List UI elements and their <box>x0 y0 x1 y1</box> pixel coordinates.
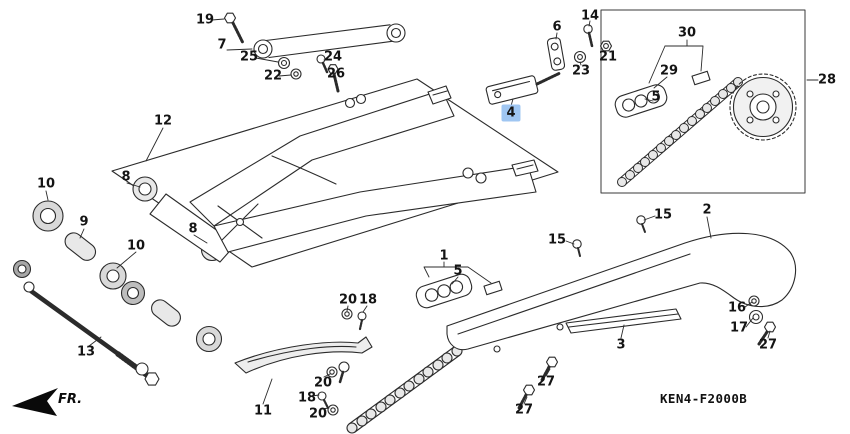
part-label-17[interactable]: 17 <box>729 320 749 336</box>
part-label-22[interactable]: 22 <box>263 68 283 84</box>
part-label-6[interactable]: 6 <box>552 19 562 35</box>
part-label-29[interactable]: 29 <box>659 63 679 79</box>
part-label-27[interactable]: 27 <box>758 337 778 353</box>
part-label-13[interactable]: 13 <box>76 344 96 360</box>
front-direction-label: FR. <box>58 392 83 407</box>
part-label-18[interactable]: 18 <box>358 292 378 308</box>
part-label-14[interactable]: 14 <box>580 8 600 24</box>
part-label-7[interactable]: 7 <box>217 37 227 53</box>
part-label-30[interactable]: 30 <box>677 25 697 41</box>
leader-lines <box>45 18 819 410</box>
part-label-23[interactable]: 23 <box>571 63 591 79</box>
part-label-8[interactable]: 8 <box>121 169 131 185</box>
part-label-19[interactable]: 19 <box>195 12 215 28</box>
part-label-10[interactable]: 10 <box>126 238 146 254</box>
guard-bolts-mid <box>517 356 559 410</box>
inset-chain <box>617 77 743 187</box>
part-label-20[interactable]: 20 <box>313 375 333 391</box>
part-label-15[interactable]: 15 <box>547 232 567 248</box>
part-label-28[interactable]: 28 <box>817 72 837 88</box>
part-label-24[interactable]: 24 <box>323 49 343 65</box>
part-label-9[interactable]: 9 <box>79 214 89 230</box>
part-label-18[interactable]: 18 <box>297 390 317 406</box>
part-label-27[interactable]: 27 <box>536 374 556 390</box>
part-label-11[interactable]: 11 <box>253 403 273 419</box>
part-label-15[interactable]: 15 <box>653 207 673 223</box>
part-label-1[interactable]: 1 <box>439 248 449 264</box>
part-label-26[interactable]: 26 <box>326 66 346 82</box>
part-label-2[interactable]: 2 <box>702 202 712 218</box>
chain-slider <box>234 336 373 384</box>
part-label-3[interactable]: 3 <box>616 337 626 353</box>
chain-adjuster-hardware <box>485 24 613 105</box>
guard-hardware-right <box>748 295 777 346</box>
swingarm <box>149 85 539 263</box>
part-label-20[interactable]: 20 <box>308 406 328 422</box>
part-label-5[interactable]: 5 <box>453 263 463 279</box>
part-label-5[interactable]: 5 <box>651 89 661 105</box>
pivot-axle <box>23 281 160 386</box>
part-label-27[interactable]: 27 <box>514 402 534 418</box>
part-label-8[interactable]: 8 <box>188 221 198 237</box>
inset-roller-assembly <box>614 70 711 118</box>
part-label-25[interactable]: 25 <box>239 49 259 65</box>
part-label-21[interactable]: 21 <box>598 49 618 65</box>
diagram-code: KEN4-F2000B <box>660 391 748 406</box>
slider-fasteners <box>317 308 367 416</box>
part-label-10[interactable]: 10 <box>36 176 56 192</box>
sprocket <box>729 73 797 141</box>
part-label-4[interactable]: 4 <box>501 104 521 122</box>
front-direction-arrow-icon <box>12 388 58 416</box>
roller-assembly <box>415 273 503 309</box>
pivot-bearings <box>12 176 224 353</box>
part-label-12[interactable]: 12 <box>153 113 173 129</box>
part-label-16[interactable]: 16 <box>727 300 747 316</box>
torque-link-hardware <box>223 12 406 93</box>
part-label-20[interactable]: 20 <box>338 292 358 308</box>
mount-pins <box>572 215 646 257</box>
chain-guard <box>446 232 797 353</box>
inset-box <box>600 9 806 194</box>
